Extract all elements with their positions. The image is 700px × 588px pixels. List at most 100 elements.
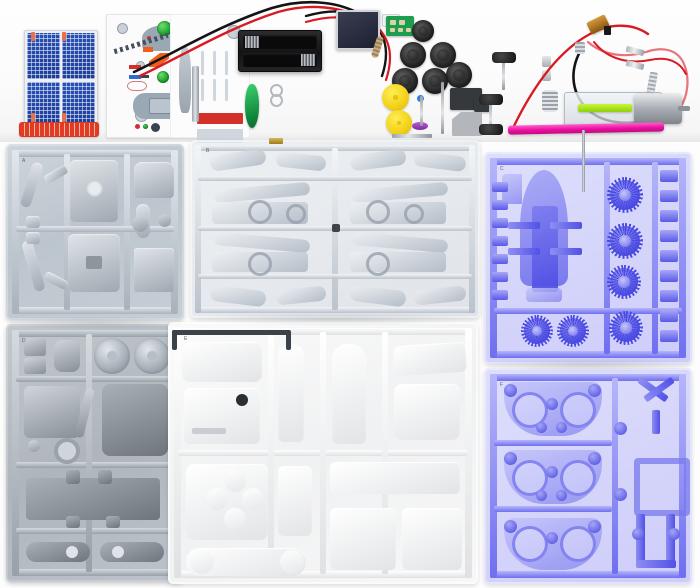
sprue-part-number: F bbox=[500, 382, 504, 388]
sprue-part-number: B bbox=[206, 148, 210, 154]
part-peg bbox=[660, 270, 678, 282]
part-ring bbox=[248, 200, 272, 224]
yellow-pulley bbox=[386, 110, 412, 136]
decal-dial bbox=[117, 23, 128, 34]
part-arm bbox=[666, 514, 675, 566]
sprue-runner bbox=[124, 154, 130, 310]
sprue-f-blue-lower: F bbox=[484, 368, 692, 584]
part-detail-strip bbox=[192, 428, 226, 434]
solar-busbar bbox=[62, 113, 66, 122]
part-knob bbox=[546, 532, 558, 544]
sprue-runner bbox=[490, 571, 686, 578]
wheel-axle bbox=[502, 58, 505, 90]
part-knob bbox=[614, 488, 627, 501]
part-gear bbox=[521, 315, 553, 347]
part-cover-panel bbox=[402, 508, 462, 570]
part-wheel-hub bbox=[224, 470, 246, 492]
part-peg bbox=[660, 250, 678, 262]
sprue-runner bbox=[198, 176, 472, 181]
decal-knob bbox=[151, 123, 160, 132]
part-lug bbox=[98, 470, 112, 484]
part-lug bbox=[66, 470, 80, 484]
sprue-d-darkgray: D bbox=[6, 324, 184, 582]
decal-dark-chip bbox=[141, 75, 149, 78]
solar-panel-large bbox=[24, 30, 98, 130]
decal-green-button bbox=[157, 21, 172, 36]
part-hub-ring bbox=[512, 526, 548, 562]
part-pulley bbox=[134, 338, 170, 374]
part-wheel-hub bbox=[206, 488, 228, 510]
part-bracket bbox=[24, 386, 80, 438]
part-suspension-arm bbox=[413, 150, 467, 173]
part-knob bbox=[588, 452, 601, 465]
sprue-runner bbox=[86, 334, 92, 572]
part-arm bbox=[19, 161, 44, 209]
part-chassis-frame bbox=[26, 478, 160, 520]
sprue-runner bbox=[16, 528, 174, 534]
part-cross-bar bbox=[636, 560, 676, 568]
part-deck bbox=[330, 462, 460, 494]
part-knob bbox=[504, 452, 517, 465]
part-knob bbox=[588, 520, 601, 533]
sprue-runner bbox=[612, 378, 618, 574]
pcb-pad bbox=[390, 20, 396, 25]
sprue-runner bbox=[679, 158, 686, 358]
part-suspension-arm bbox=[275, 151, 327, 172]
metal-fitting bbox=[542, 56, 551, 67]
part-body-panel bbox=[182, 342, 262, 382]
sprue-runner bbox=[16, 376, 174, 382]
rubber-tire bbox=[400, 42, 426, 68]
washer-pair bbox=[270, 94, 283, 107]
dark-runner-bar bbox=[286, 330, 291, 350]
sticker-sheet-red bbox=[19, 122, 99, 137]
part-hub-ring bbox=[560, 526, 596, 562]
battery-holder bbox=[238, 30, 322, 72]
part-cover bbox=[134, 162, 174, 198]
part-bracket bbox=[350, 202, 446, 224]
red-black-wires bbox=[132, 0, 360, 78]
metal-bar bbox=[192, 66, 199, 122]
part-peg bbox=[660, 230, 678, 242]
part-hub bbox=[158, 214, 171, 227]
part-knob bbox=[504, 384, 517, 397]
part-end-cap bbox=[190, 550, 214, 574]
part-knob bbox=[632, 528, 644, 540]
part-pulley bbox=[94, 338, 130, 374]
wheel-axle bbox=[489, 100, 492, 132]
sprue-runner bbox=[195, 307, 475, 313]
part-gear bbox=[609, 311, 643, 345]
decal-wire-graphic bbox=[127, 81, 147, 91]
part-ring bbox=[248, 252, 272, 276]
part-gear bbox=[607, 223, 643, 259]
sprue-runner bbox=[382, 332, 388, 574]
part-peg bbox=[492, 200, 508, 210]
motor bbox=[634, 94, 682, 124]
solar-busbar bbox=[62, 32, 66, 41]
part-link-bar bbox=[26, 542, 90, 562]
part-bore bbox=[66, 546, 78, 558]
circuit-board bbox=[386, 16, 414, 36]
part-knob bbox=[556, 422, 567, 433]
wheel-hub bbox=[479, 94, 503, 105]
sprue-runner bbox=[64, 154, 70, 310]
part-small-block bbox=[24, 338, 46, 356]
part-open-frame bbox=[634, 458, 690, 516]
decal-blue-chip bbox=[129, 75, 141, 79]
part-clip bbox=[54, 340, 80, 372]
sprue-runner bbox=[652, 162, 658, 354]
decal-bar bbox=[213, 79, 216, 101]
part-knob bbox=[668, 528, 680, 540]
sprue-runner bbox=[469, 145, 475, 313]
part-suspension-arm bbox=[349, 148, 407, 172]
sprue-runner bbox=[171, 150, 178, 314]
battery-slot bbox=[243, 35, 317, 49]
part-nose-cone bbox=[394, 384, 460, 440]
part-long-link bbox=[351, 231, 449, 254]
pcb-pad bbox=[399, 20, 405, 25]
part-lug bbox=[106, 516, 120, 528]
part-ring bbox=[366, 200, 390, 224]
part-knob bbox=[546, 466, 558, 478]
sprue-runner bbox=[12, 150, 178, 157]
part-knob bbox=[504, 520, 517, 533]
dark-runner-bar bbox=[172, 330, 290, 335]
